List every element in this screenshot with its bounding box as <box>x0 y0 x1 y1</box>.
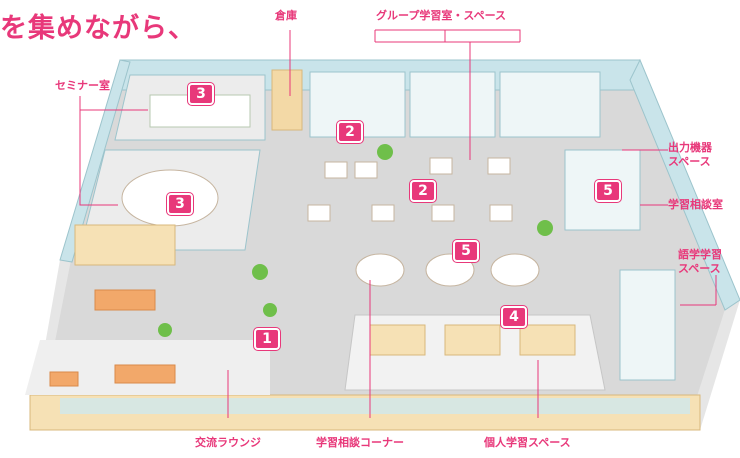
label-output-line2: スペース <box>668 155 711 168</box>
group-space-tables <box>307 157 513 222</box>
label-language-line1: 語学学習 <box>678 248 722 261</box>
badge-consult-corner: 5 <box>453 240 479 262</box>
leader-lines <box>79 29 717 418</box>
group-room-2 <box>409 71 496 138</box>
label-storage: 倉庫 <box>275 9 297 22</box>
bookshelf <box>74 224 176 266</box>
badge-group-room: 2 <box>337 121 363 143</box>
right-wall <box>629 58 740 311</box>
label-consult-corner: 学習相談コーナー <box>316 436 404 449</box>
label-output-line1: 出力機器 <box>668 141 712 154</box>
page-heading: を集めながら、 <box>0 13 196 44</box>
badge-seminar-left: 3 <box>167 193 193 215</box>
plants <box>158 144 553 337</box>
badge-lounge: 1 <box>254 328 280 350</box>
lounge-sofas <box>49 289 176 387</box>
label-seminar: セミナー室 <box>55 79 110 92</box>
label-lounge: 交流ラウンジ <box>195 436 261 449</box>
badge-personal: 4 <box>501 306 527 328</box>
storage-room <box>271 69 303 131</box>
badge-group-space: 2 <box>410 180 436 202</box>
group-room-3 <box>499 71 601 138</box>
consult-corner-tables <box>355 253 540 287</box>
personal-study-desks <box>369 324 576 356</box>
badge-consult-room: 5 <box>595 180 621 202</box>
label-group-room: グループ学習室・スペース <box>376 9 507 22</box>
language-study-area <box>619 269 676 381</box>
label-consult-room: 学習相談室 <box>668 198 723 211</box>
label-language-line2: スペース <box>678 262 721 275</box>
badge-seminar-top: 3 <box>188 83 214 105</box>
front-glass <box>60 398 690 414</box>
label-personal: 個人学習スペース <box>484 436 571 449</box>
